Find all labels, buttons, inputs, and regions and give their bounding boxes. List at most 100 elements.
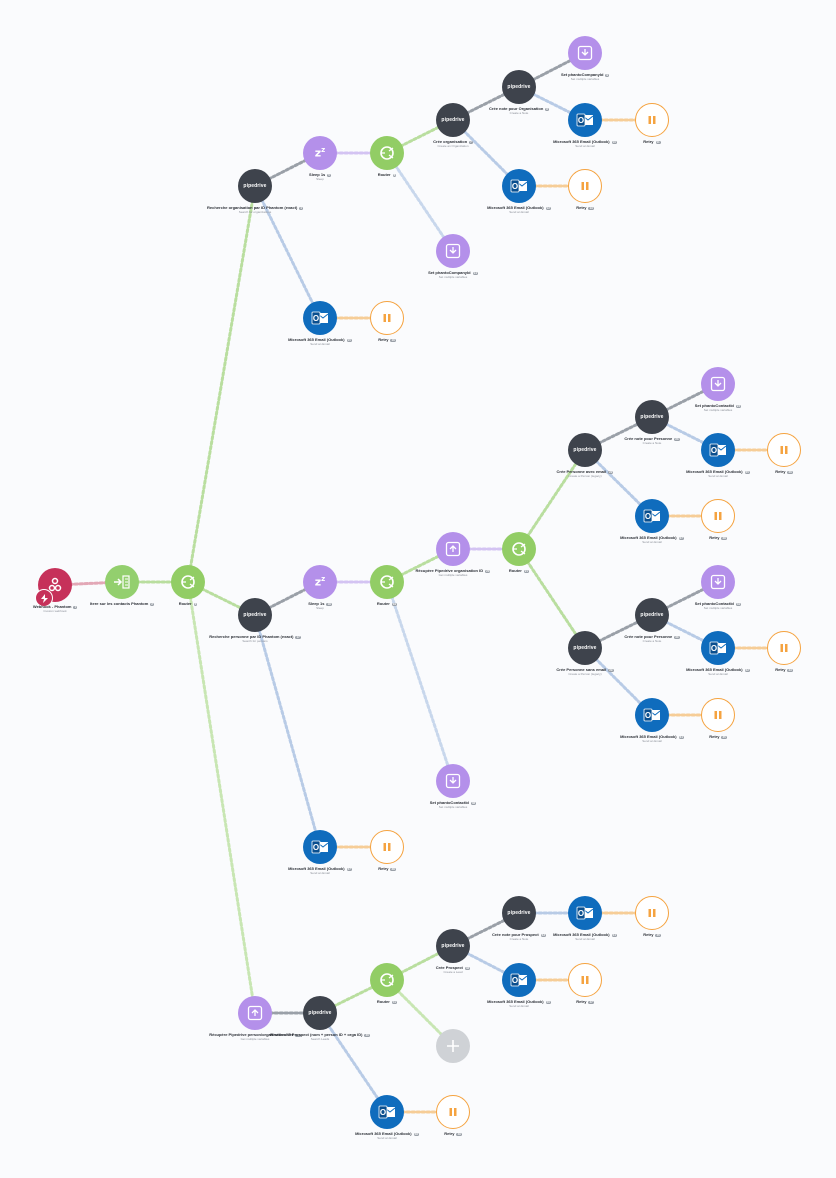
outlook-module-button[interactable]: O (701, 433, 735, 467)
retry-button[interactable] (701, 698, 735, 732)
module-id-badge: 22 (608, 470, 614, 475)
pipedrive-module-button[interactable]: pipedrive (635, 400, 669, 434)
setvar-module-button[interactable] (701, 565, 735, 599)
module-title-text: Crée note pour Organisation (489, 106, 544, 111)
setvar-module-button[interactable] (436, 532, 470, 566)
module-title-text: Set phantoCompanyId (428, 270, 471, 275)
pipedrive-module-button[interactable]: pipedrive (635, 598, 669, 632)
module-id-badge: 43 (540, 933, 547, 938)
pipedrive-module-button[interactable]: pipedrive (436, 103, 470, 137)
outlook-module-button[interactable]: O (568, 896, 602, 930)
pipedrive-module-button[interactable]: pipedrive (502, 896, 536, 930)
pipedrive-logo-icon: pipedrive (441, 117, 465, 123)
retry-button[interactable] (370, 301, 404, 335)
connection-router_main-to-get_pd_person_org[interactable] (186, 580, 257, 1015)
outlook-module-button[interactable]: O (303, 830, 337, 864)
module-title-text: Recherche organisation par ID Phantom (e… (207, 205, 298, 210)
retry-button[interactable] (436, 1095, 470, 1129)
pipedrive-logo-icon: pipedrive (640, 414, 664, 420)
sleep-module-button[interactable]: zz (303, 565, 337, 599)
retry-button[interactable] (635, 103, 669, 137)
outlook-module-button[interactable]: O (502, 169, 536, 203)
svg-text:O: O (512, 182, 518, 191)
setvar-module-button[interactable] (436, 764, 470, 798)
outlook-module-button[interactable]: O (635, 698, 669, 732)
module-id-badge: 10 (611, 140, 617, 145)
get-variable-icon (247, 1005, 263, 1021)
router-icon (510, 540, 528, 558)
module-id-badge: 8 (545, 107, 549, 112)
setvar-module-button[interactable] (238, 996, 272, 1030)
pipedrive-module-button[interactable]: pipedrive (502, 70, 536, 104)
module-id-badge: 37 (346, 867, 352, 872)
module-id-badge: 3 (193, 602, 198, 607)
add-module-button[interactable] (436, 1029, 470, 1063)
module-id-badge: 24 (735, 404, 742, 409)
module-title-text: Retry (576, 999, 587, 1004)
pipedrive-logo-icon: pipedrive (308, 1010, 332, 1016)
sleep-module-button[interactable]: zz (303, 136, 337, 170)
pipedrive-module-button[interactable]: pipedrive (568, 433, 602, 467)
connection-pd_rech_pers-to-outlook_8[interactable] (253, 613, 322, 849)
retry-button[interactable] (701, 499, 735, 533)
pause-icon (381, 841, 393, 853)
outlook-module-button[interactable]: O (635, 499, 669, 533)
module-subtitle: Send an Email (575, 143, 595, 148)
outlook-module-button[interactable]: O (701, 631, 735, 665)
retry-button[interactable] (370, 830, 404, 864)
connection-router_3-to-pd_cree_pers_sans[interactable] (517, 547, 587, 650)
connection-router_2-to-setvar_contact_3[interactable] (385, 580, 455, 783)
retry-button[interactable] (568, 963, 602, 997)
retry-button[interactable] (767, 433, 801, 467)
connection-pd_rech_prospect-to-outlook_11[interactable] (318, 1011, 389, 1114)
setvar-module-button[interactable] (436, 234, 470, 268)
retry-button[interactable] (767, 631, 801, 665)
outlook-module-button[interactable]: O (370, 1095, 404, 1129)
outlook-icon: O (576, 113, 594, 127)
outlook-module-button[interactable]: O (502, 963, 536, 997)
module-title-text: Recherche Prospect (nom + person ID + or… (270, 1032, 363, 1037)
router-module-button[interactable] (370, 963, 404, 997)
setvar-module-button[interactable] (701, 367, 735, 401)
retry-button[interactable] (635, 896, 669, 930)
router-module-button[interactable] (171, 565, 205, 599)
pipedrive-module-button[interactable]: pipedrive (238, 598, 272, 632)
router-module-button[interactable] (370, 565, 404, 599)
iterator-module-button[interactable] (105, 565, 139, 599)
module-title-text: Retry (775, 667, 786, 672)
retry-button[interactable] (568, 169, 602, 203)
pipedrive-module-button[interactable]: pipedrive (303, 996, 337, 1030)
module-id-badge: 12 (545, 206, 551, 211)
connection-router_3-to-pd_cree_pers_email[interactable] (517, 448, 587, 551)
outlook-module-button[interactable]: O (303, 301, 337, 335)
module-subtitle: Create a Person (legacy) (568, 473, 602, 478)
module-title-text: Crée note pour Personne (624, 634, 673, 639)
connection-router_main-to-pd_rech_org[interactable] (186, 184, 257, 584)
router-module-button[interactable] (370, 136, 404, 170)
connection-pd_rech_org-to-outlook_3[interactable] (253, 184, 322, 320)
module-title: Recherche organisation par ID Phantom (e… (205, 205, 305, 211)
set-variable-icon (577, 45, 593, 61)
outlook-module-button[interactable]: O (568, 103, 602, 137)
pipedrive-module-button[interactable]: pipedrive (238, 169, 272, 203)
router-module-button[interactable] (502, 532, 536, 566)
setvar-module-button[interactable] (568, 36, 602, 70)
module-title: Microsoft 365 Email (Outlook)10 (535, 139, 635, 145)
pipedrive-module-button[interactable]: pipedrive (568, 631, 602, 665)
pipedrive-module-button[interactable]: pipedrive (436, 929, 470, 963)
module-title-text: Recherche personne par ID Phantom (exact… (209, 634, 294, 639)
connection-router_1-to-setvar_company_2[interactable] (385, 151, 455, 253)
